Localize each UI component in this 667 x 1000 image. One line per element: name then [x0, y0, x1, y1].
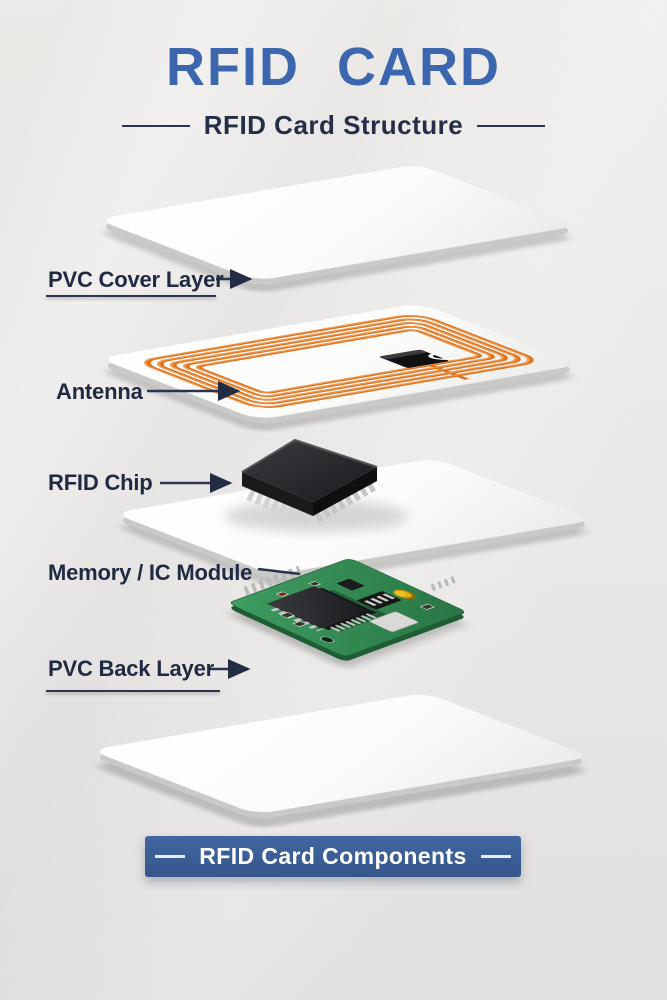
pvc-cover-face	[105, 166, 569, 279]
label-pvc-cover-layer: PVC Cover Layer	[48, 267, 224, 293]
rfid-chip-top-highlight	[241, 438, 378, 473]
label-rfid-chip: RFID Chip	[48, 470, 153, 496]
pcb-header-pins-right	[430, 574, 460, 592]
antenna-chip	[379, 349, 468, 368]
label-antenna: Antenna	[56, 379, 143, 405]
subtitle-left-line	[121, 124, 190, 127]
pcb-passive-components	[275, 581, 435, 628]
pcb-connector	[357, 591, 401, 610]
antenna-card-face	[107, 305, 571, 418]
pvc-back-underline	[46, 690, 220, 692]
pcb-crystal-component	[369, 611, 419, 632]
pvc-back-card	[99, 694, 583, 828]
components-banner: RFID Card Components	[145, 836, 521, 877]
label-pvc-back-layer: PVC Back Layer	[48, 656, 214, 682]
pvc-cover-underline	[46, 295, 216, 297]
antenna-coil	[144, 314, 534, 408]
rfid-chip-side-right	[313, 467, 377, 516]
pvc-back-face	[99, 694, 583, 813]
rfid-chip	[224, 438, 408, 532]
pvc-cover-card	[105, 166, 569, 292]
memory-ic-module	[230, 559, 465, 668]
rfid-chip-pins-right	[312, 478, 378, 523]
page-title: RFID CARD	[166, 37, 501, 97]
label-antenna-text: Antenna	[56, 379, 143, 404]
rfid-chip-side-left	[242, 472, 313, 516]
rfid-chip-pins-left	[246, 488, 313, 526]
pcb-small-ic	[336, 578, 365, 591]
label-pvc-back-text: PVC Back Layer	[48, 656, 214, 681]
banner-right-dash	[480, 855, 511, 858]
rfid-chip-top	[242, 440, 377, 502]
label-memory-ic-module: Memory / IC Module	[48, 560, 252, 586]
pcb-buzzer	[393, 589, 416, 600]
pcb-mounting-hole	[319, 636, 335, 643]
banner-text: RFID Card Components	[199, 843, 467, 869]
subtitle-text: RFID Card Structure	[203, 110, 464, 140]
label-memory-text: Memory / IC Module	[48, 560, 253, 585]
subtitle-right-line	[477, 124, 546, 127]
antenna-card	[107, 305, 571, 431]
banner-left-dash	[155, 855, 186, 858]
memory-pointer-line	[257, 567, 301, 576]
label-arrows	[147, 269, 301, 679]
label-pvc-cover-text: PVC Cover Layer	[48, 267, 224, 292]
label-rfid-chip-text: RFID Chip	[48, 470, 153, 495]
pcb-main-ic	[266, 586, 388, 633]
antenna-wire-loop	[428, 351, 468, 360]
subtitle: RFID Card Structure	[0, 110, 667, 141]
